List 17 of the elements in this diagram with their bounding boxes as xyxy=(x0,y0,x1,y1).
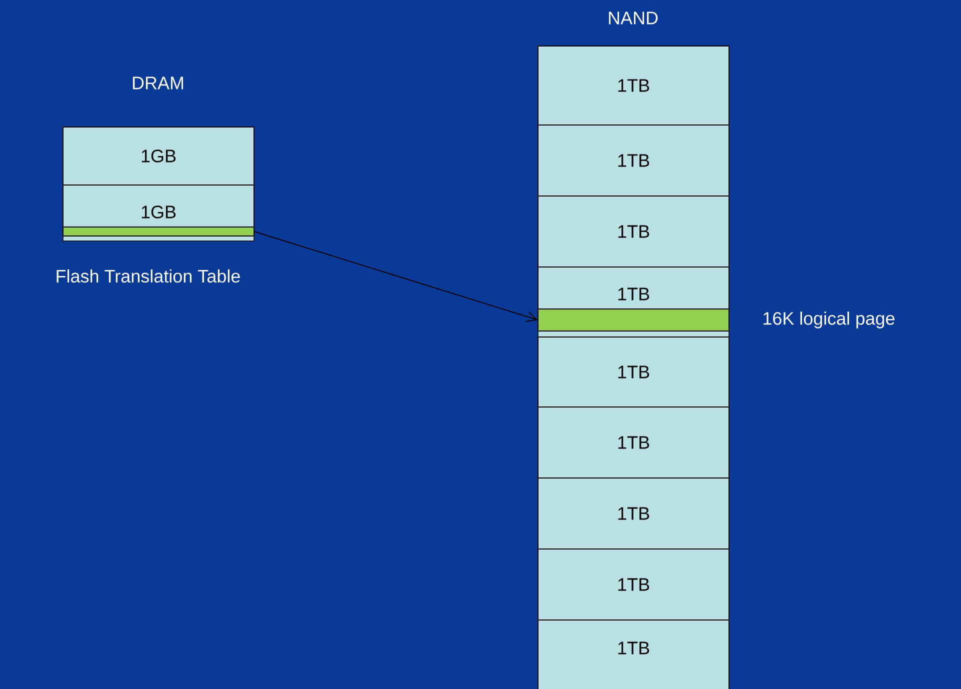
memory-block: 1GB xyxy=(62,126,254,186)
memory-block: 1TB xyxy=(538,620,730,689)
memory-block: 1TB xyxy=(538,46,730,126)
memory-block: 1TB xyxy=(538,478,730,550)
memory-block: 1TB xyxy=(538,548,730,620)
text-label: 16K logical page xyxy=(764,312,894,328)
highlight-bar xyxy=(62,226,254,236)
text-label: NAND xyxy=(608,12,658,24)
memory-block: 1TB xyxy=(538,196,730,268)
memory-block: 1GB xyxy=(62,184,254,228)
arrow xyxy=(254,231,538,322)
memory-block: 1TB xyxy=(538,124,730,196)
text-label: DRAM xyxy=(132,76,184,90)
memory-block: 1TB xyxy=(538,266,730,310)
memory-block: 1TB xyxy=(538,406,730,478)
text-label: Flash Translation Table xyxy=(56,269,240,283)
highlight-bar xyxy=(538,308,730,332)
